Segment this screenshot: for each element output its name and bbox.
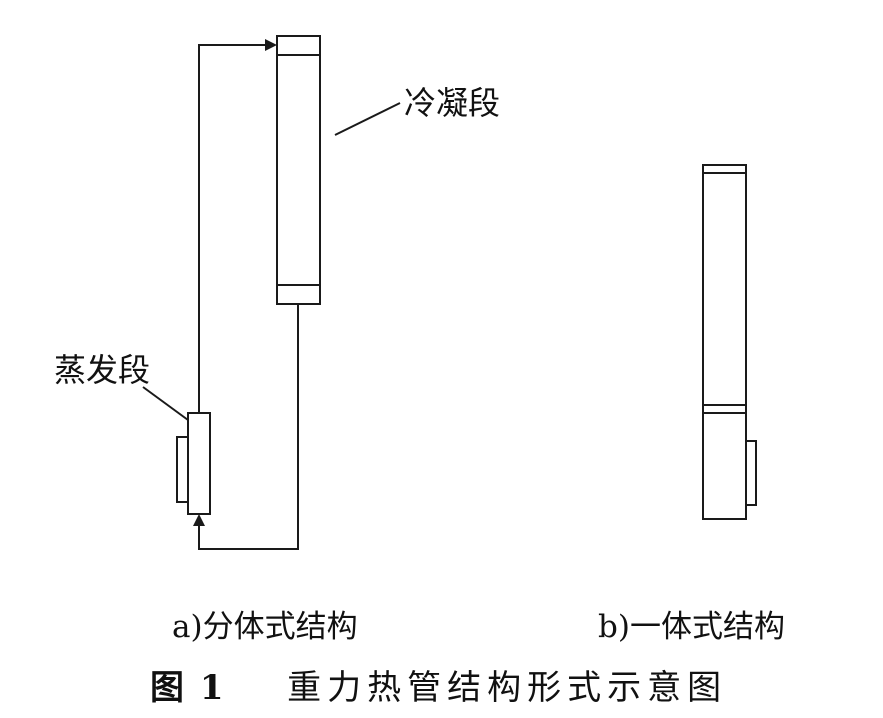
figure-title: 重力热管结构形式示意图 <box>287 668 728 708</box>
integrated-heat-pipe-b <box>702 164 757 520</box>
subfigure-b-caption: b)一体式结构 <box>598 609 785 645</box>
liquid-return-line <box>193 304 299 550</box>
evaporator-leader-line <box>142 386 189 421</box>
subfigure-a-caption: a)分体式结构 <box>172 609 358 645</box>
evaporator-label: 蒸发段 <box>54 351 151 389</box>
figure-number: 图 1 <box>150 668 226 708</box>
vapor-riser-line <box>198 39 277 413</box>
condenser-leader-line <box>334 102 401 136</box>
condenser-section-a <box>276 35 321 305</box>
evaporator-section-a <box>176 412 211 515</box>
figure-caption: 图 1 重力热管结构形式示意图 <box>150 660 727 709</box>
condenser-label: 冷凝段 <box>404 84 501 122</box>
